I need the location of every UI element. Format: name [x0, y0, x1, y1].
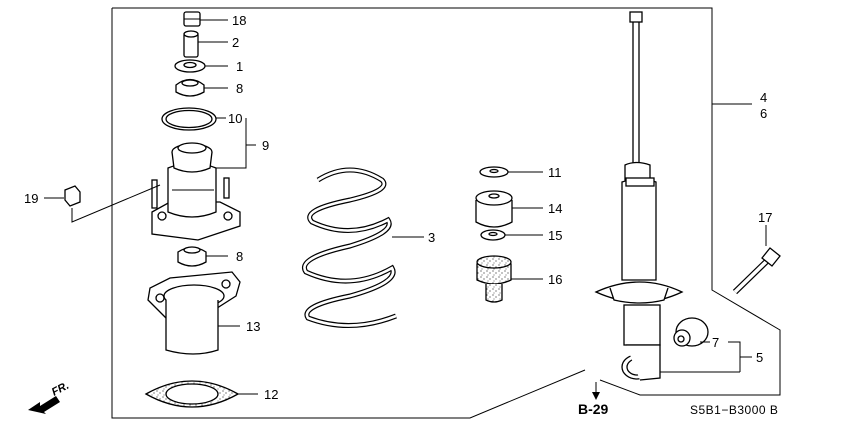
part-label-4: 4	[760, 90, 767, 105]
part-label-1: 1	[236, 59, 243, 74]
part-label-8-lower: 8	[236, 249, 243, 264]
rubber-seat-part	[144, 380, 258, 408]
part-label-2: 2	[232, 35, 239, 50]
part-label-17: 17	[758, 210, 772, 225]
washer-part	[174, 59, 228, 73]
collar-part	[183, 30, 228, 58]
bracket-5	[728, 341, 752, 372]
mount-base-part	[151, 142, 241, 241]
front-arrow-icon	[28, 396, 60, 414]
part-label-16: 16	[548, 272, 562, 287]
upper-bushing-part	[175, 78, 228, 97]
group-frame	[111, 7, 781, 419]
part-label-9: 9	[262, 138, 269, 153]
reference-arrow	[592, 382, 600, 400]
part-label-10: 10	[228, 111, 242, 126]
coil-spring-part	[302, 167, 424, 328]
part-label-7: 7	[712, 335, 719, 350]
seal-ring-part	[161, 107, 226, 131]
part-label-19: 19	[24, 191, 38, 206]
reference-label: B-29	[578, 401, 609, 417]
part-label-12: 12	[264, 387, 278, 402]
part-label-3: 3	[428, 230, 435, 245]
bracket-9-10	[215, 118, 256, 169]
part-label-13: 13	[246, 319, 260, 334]
part-label-11: 11	[548, 165, 562, 180]
stopper-washer-part	[479, 166, 543, 178]
mount-bracket-part	[147, 271, 241, 355]
bump-stop-part	[476, 255, 543, 303]
bump-washer-part	[480, 229, 543, 241]
flange-nut-part	[44, 184, 161, 223]
drawing-code: S5B1−B3000 B	[690, 403, 778, 417]
rubber-block-part	[475, 190, 543, 228]
front-direction-label: FR.	[50, 380, 71, 399]
lower-bushing-part	[177, 246, 228, 267]
part-label-18: 18	[232, 13, 246, 28]
part-label-6: 6	[760, 106, 767, 121]
part-label-8-upper: 8	[236, 81, 243, 96]
part-label-14: 14	[548, 201, 562, 216]
shock-absorber-part	[594, 11, 740, 381]
part-label-15: 15	[548, 228, 562, 243]
shock-bushing-part	[673, 317, 710, 347]
bolt-part	[732, 225, 781, 295]
nut-part	[183, 11, 228, 27]
part-label-5: 5	[756, 350, 763, 365]
